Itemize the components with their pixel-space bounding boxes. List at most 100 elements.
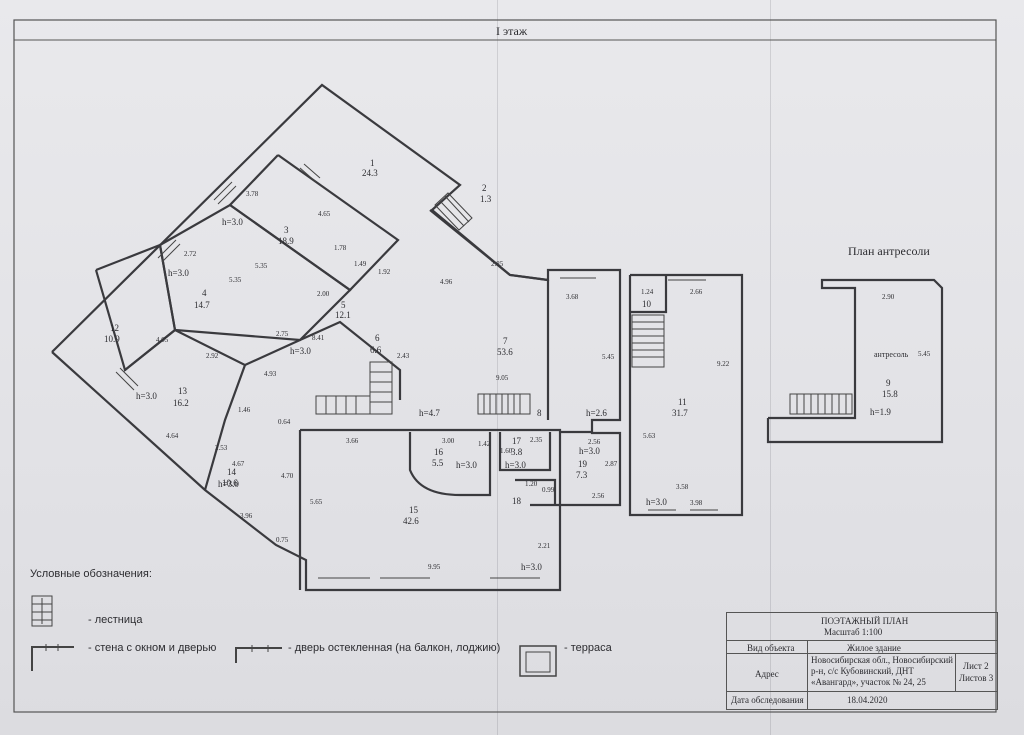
stamp-date-value: 18.04.2020 (847, 695, 888, 705)
stair-main (477, 393, 531, 415)
stamp-title: ПОЭТАЖНЫЙ ПЛАН (821, 616, 909, 626)
dimension: 4.05 (156, 336, 169, 344)
room-area: 12.1 (335, 310, 351, 320)
room-number: 11 (678, 397, 687, 407)
room-area: 31.7 (672, 408, 688, 418)
legend-item-stairs: - лестница (88, 614, 143, 626)
room-number: 2 (482, 183, 487, 193)
room-area: 16.2 (173, 398, 189, 408)
terrace-legend-icon (519, 645, 557, 677)
dimension: 1.20 (525, 480, 538, 488)
room-number: 16 (434, 447, 443, 457)
room-area: 53.6 (497, 347, 513, 357)
stamp-address-line: р-н, с/с Кубовинский, ДНТ (811, 666, 914, 676)
ceiling-height: h=1.9 (870, 407, 891, 417)
paper-fold (497, 0, 498, 735)
dimension: 3.98 (690, 499, 703, 507)
room-number: 1 (370, 158, 375, 168)
room-number: 18 (512, 496, 521, 506)
legend-item-glazed-door: - дверь остекленная (на балкон, лоджию) (288, 642, 501, 654)
dimension: 3.66 (346, 437, 359, 445)
room-number: 19 (578, 459, 587, 469)
dimension: 1.24 (641, 288, 654, 296)
ceiling-height: h=3.0 (579, 446, 600, 456)
ceiling-height: h=3.0 (646, 497, 667, 507)
stamp-date-label: Дата обследования (731, 695, 804, 705)
stamp-address-line: «Авангард», участок № 24, 25 (811, 677, 926, 687)
wall-legend-icon (31, 644, 74, 671)
dimension: 8 (537, 408, 542, 418)
dimension: 9.22 (717, 360, 730, 368)
dimension: 4.67 (232, 460, 245, 468)
stamp-scale: Масштаб 1:100 (824, 627, 883, 637)
dimension: 2.66 (690, 288, 703, 296)
dimension: 5.35 (255, 262, 268, 270)
ceiling-height: h=3.0 (168, 268, 189, 278)
room-area: 14.7 (194, 300, 210, 310)
dimension: 4.70 (281, 472, 294, 480)
stamp-object-label: Вид объекта (747, 643, 795, 653)
paper-fold (770, 0, 771, 735)
stair-legend-icon (31, 595, 53, 627)
dimension: 5.45 (918, 350, 931, 358)
room-area: 1.3 (480, 194, 492, 204)
legend-item-terrace: - терраса (564, 642, 612, 654)
dimension: 2.56 (588, 438, 601, 446)
room-number: 14 (227, 467, 236, 477)
ceiling-height: h=3.0 (505, 460, 526, 470)
room-area: 15.8 (882, 389, 898, 399)
dimension: 9.95 (428, 563, 441, 571)
stamp-address-line: Новосибирская обл., Новосибирский (811, 655, 953, 665)
room-number: 5 (341, 300, 346, 310)
mezzanine-room-label: антресоль (874, 350, 909, 359)
room-number: 9 (886, 378, 891, 388)
dimension: 1.92 (378, 268, 391, 276)
dimension: 4.64 (166, 432, 179, 440)
floor-title: I этаж (496, 24, 528, 38)
dimension: 3.00 (442, 437, 455, 445)
dimension: 4.93 (264, 370, 277, 378)
ceiling-height: h=3.0 (456, 460, 477, 470)
dimension: 3.68 (566, 293, 579, 301)
stamp-sheet: Лист 2 (963, 661, 989, 671)
stamp-address-label: Адрес (755, 669, 779, 679)
room-area: 5.5 (432, 458, 444, 468)
dimension: 2.85 (491, 260, 504, 268)
title-block: ПОЭТАЖНЫЙ ПЛАН Масштаб 1:100 Вид объекта… (726, 612, 998, 710)
dimension: 2.00 (317, 290, 330, 298)
dimension: 9.05 (496, 374, 509, 382)
dimension: 2.43 (397, 352, 410, 360)
dimension: 2.53 (215, 444, 228, 452)
room-number: 15 (409, 505, 418, 515)
stamp-sheets: Листов 3 (959, 673, 994, 683)
dimension: 2.35 (530, 436, 543, 444)
sheet-frame (13, 19, 997, 713)
dimension: 1.78 (334, 244, 347, 252)
room-area: 18.9 (278, 236, 294, 246)
stair-mezz (789, 393, 853, 415)
dimension: 2.92 (206, 352, 219, 360)
room-number: 10 (642, 299, 651, 309)
stair-6 (315, 361, 393, 415)
dimension: 1.49 (354, 260, 367, 268)
room-number: 3 (284, 225, 289, 235)
dimension: 2.56 (592, 492, 605, 500)
dimension: 0.75 (276, 536, 289, 544)
dimension: 1.60 (500, 447, 513, 455)
stair-symbols (315, 192, 853, 415)
ceiling-height: h=3.0 (222, 217, 243, 227)
room-number: 12 (110, 323, 119, 333)
dimension: 3.78 (246, 190, 259, 198)
stamp-object-value: Жилое здание (847, 643, 901, 653)
dimension: 0.99 (542, 486, 555, 494)
room-number: 6 (375, 333, 380, 343)
stair-10 (631, 314, 665, 368)
room-area: 6.6 (370, 345, 382, 355)
dimension: 2.87 (605, 460, 618, 468)
dimension: 2.72 (184, 250, 197, 258)
dimension: 1.42 (478, 440, 491, 448)
dimension: 5.35 (229, 276, 242, 284)
room-number: 4 (202, 288, 207, 298)
ceiling-height: h=3.0 (136, 391, 157, 401)
